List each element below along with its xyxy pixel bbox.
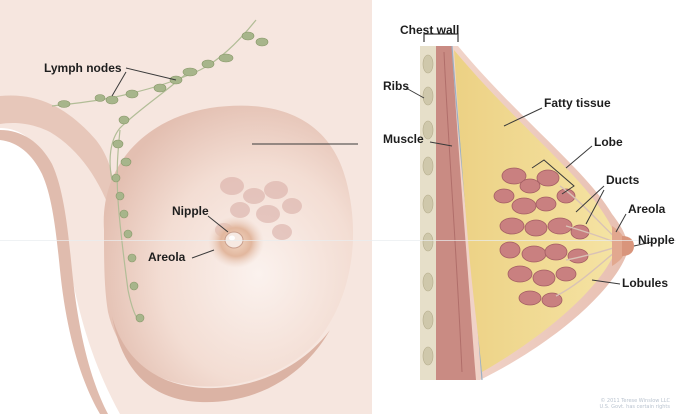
copyright-credit: © 2011 Terese Winslow LLC U.S. Govt. has… [600, 398, 670, 410]
ribs [423, 55, 433, 365]
label-ribs: Ribs [383, 80, 409, 93]
label-chest-wall: Chest wall [400, 24, 459, 37]
label-muscle: Muscle [383, 133, 424, 146]
label-nipple-front: Nipple [172, 205, 209, 218]
label-nipple-side: Nipple [638, 234, 676, 247]
label-lymph-nodes: Lymph nodes [44, 62, 122, 75]
label-lobe: Lobe [594, 136, 623, 149]
label-fatty-tissue: Fatty tissue [544, 97, 611, 110]
label-areola-side: Areola [628, 203, 665, 216]
side-view [406, 34, 652, 380]
label-ducts: Ducts [606, 174, 639, 187]
side-nipple [622, 236, 634, 256]
label-areola-front: Areola [148, 251, 185, 264]
label-lobules: Lobules [622, 277, 668, 290]
credit-line-2: U.S. Govt. has certain rights [600, 404, 670, 410]
